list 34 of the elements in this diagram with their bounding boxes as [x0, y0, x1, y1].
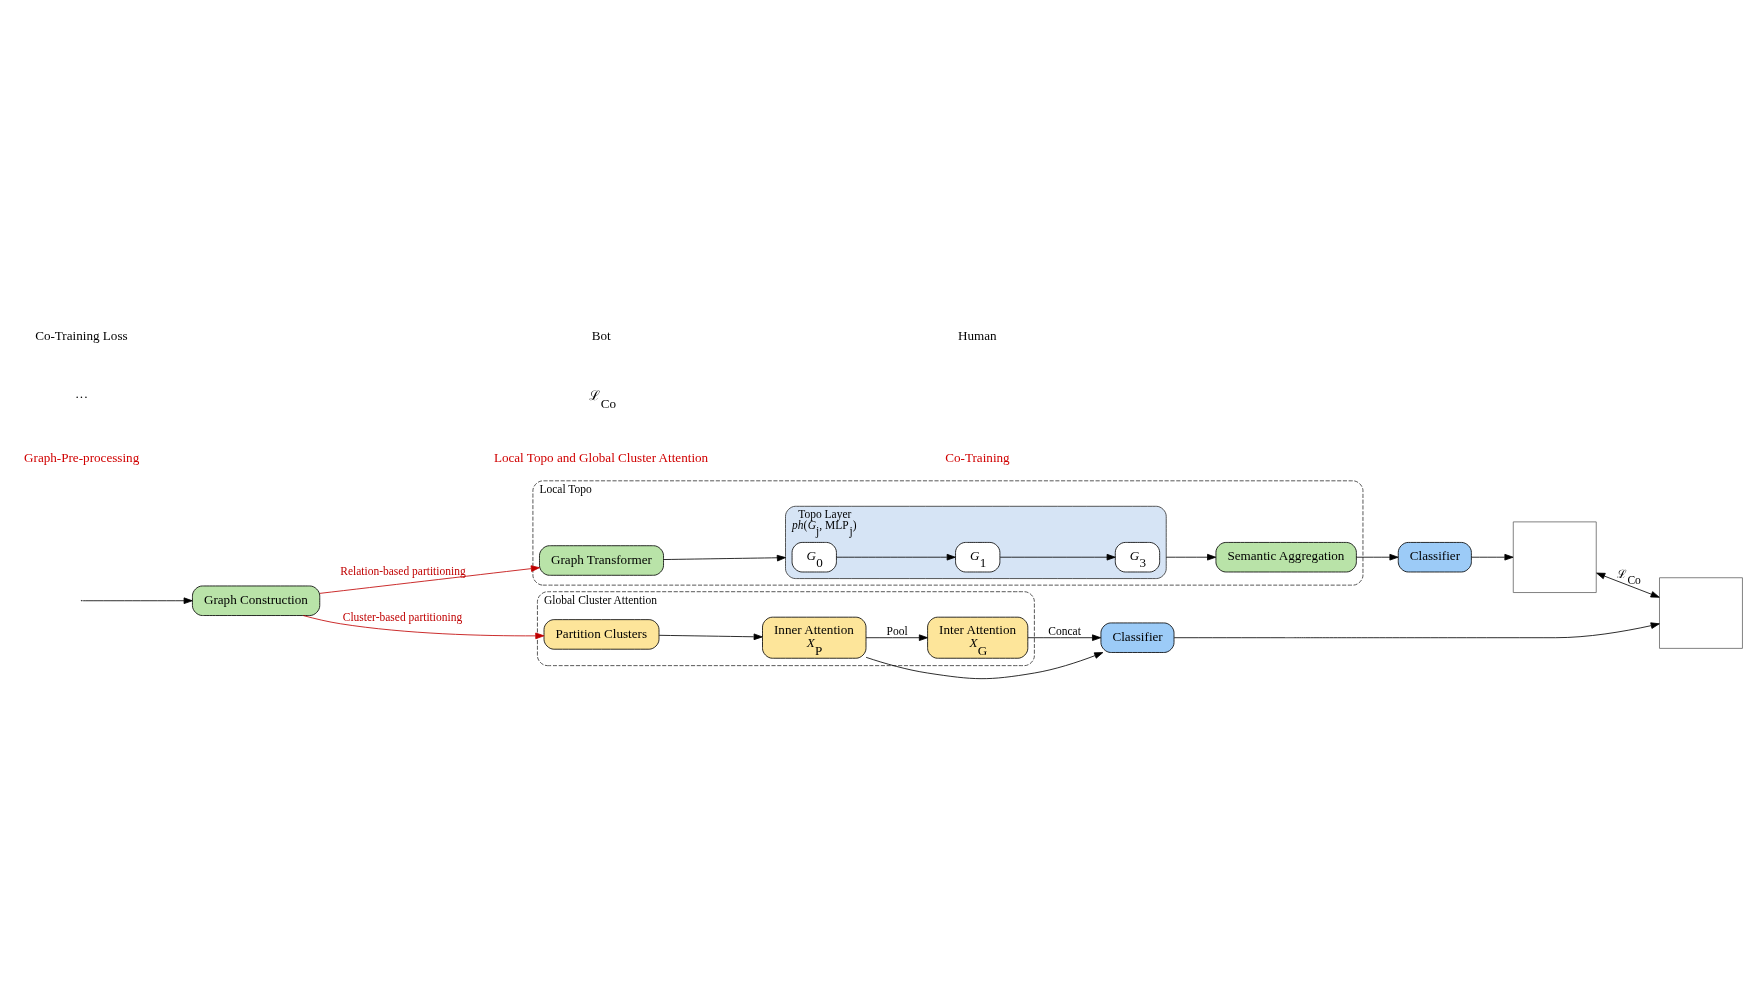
- label: Graph-Pre-processing: [24, 449, 140, 465]
- label: ···: [74, 388, 89, 404]
- arrow: [1356, 553, 1399, 561]
- node-box: [1512, 521, 1597, 593]
- node-box: Semantic Aggregation: [1215, 542, 1357, 573]
- arrow: [82, 597, 193, 605]
- arrow: [1596, 572, 1660, 598]
- arrow: [865, 652, 1104, 680]
- label: Local Topo and Global Cluster Attention: [493, 449, 709, 465]
- arrow: [1027, 634, 1102, 641]
- arrow: [999, 553, 1116, 561]
- arrow: [836, 553, 956, 561]
- arrow: [663, 554, 786, 562]
- edge-label: Cluster-based partitioning: [342, 610, 463, 623]
- legend-label: Co-Training Loss: [35, 328, 128, 344]
- node-box: Partition Clusters: [543, 619, 660, 650]
- arrow: [302, 615, 545, 640]
- arrow: [865, 634, 928, 641]
- node-box: Classifier: [1397, 542, 1472, 573]
- node-box: Classifier: [1100, 622, 1175, 653]
- legend-label: Bot: [591, 328, 611, 344]
- arrow: [319, 565, 540, 594]
- node-box: Graph Construction: [192, 585, 321, 616]
- arrow: [1173, 622, 1660, 639]
- legend-label: Human: [958, 328, 997, 344]
- arrow: [1471, 553, 1514, 561]
- arrow: [658, 633, 763, 641]
- edge-label: Relation-based partitioning: [340, 564, 466, 577]
- node-box: [1659, 577, 1743, 649]
- node-box: Graph Transformer: [539, 545, 664, 576]
- edge-label: Concat: [1048, 624, 1081, 637]
- arrow: [1165, 553, 1217, 561]
- label: Co-Training: [945, 449, 1010, 465]
- edge-label: Pool: [886, 624, 908, 637]
